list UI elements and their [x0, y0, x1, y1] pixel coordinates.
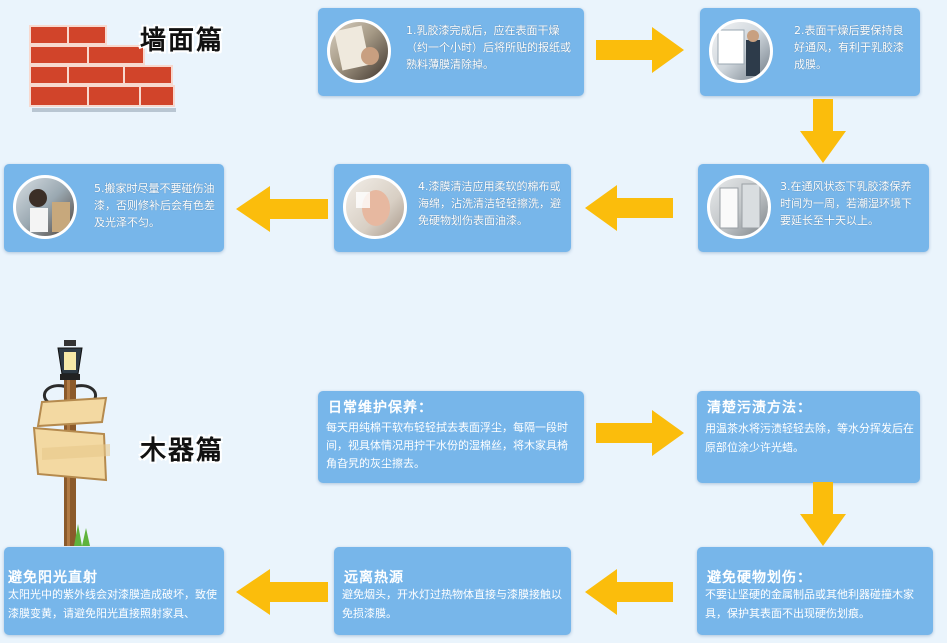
wood-step-3-text: 不要让坚硬的金属制品或其他利器碰撞木家具，保护其表面不出现硬伤划痕。	[705, 588, 914, 620]
moving-home-photo	[13, 175, 77, 239]
arrow-left-icon	[585, 185, 673, 231]
wood-heading: 木器篇	[140, 436, 225, 466]
wall-step-5-text: 5.搬家时尽量不要碰伤油漆，否则修补后会有色差及光泽不匀。	[94, 182, 215, 229]
wood-step-5-text: 太阳光中的紫外线会对漆膜造成破坏，致使漆膜变黄，请避免阳光直接照射家具、	[8, 588, 217, 620]
wood-step-5-title: 避免阳光直射	[8, 570, 98, 586]
wood-step-2-text: 用温茶水将污渍轻轻去除，等水分挥发后在原部位涂少许光蜡。	[705, 422, 914, 454]
arrow-down-icon	[800, 482, 846, 546]
arrow-left-icon	[236, 186, 328, 232]
wall-step-1-text: 1.乳胶漆完成后，应在表面干燥（约一个小时）后将所贴的报纸或熟料薄膜清除掉。	[406, 24, 571, 71]
wood-step-3: 避免硬物划伤： 不要让坚硬的金属制品或其他利器碰撞木家具，保护其表面不出现硬伤划…	[697, 547, 933, 635]
peeling-paper-photo	[327, 19, 391, 83]
wall-step-5: 5.搬家时尽量不要碰伤油漆，否则修补后会有色差及光泽不匀。	[4, 164, 224, 252]
arrow-right-icon	[596, 27, 684, 73]
wood-step-5: 避免阳光直射 太阳光中的紫外线会对漆膜造成破坏，致使漆膜变黄，请避免阳光直接照射…	[4, 547, 224, 635]
brick-wall-icon	[28, 24, 176, 112]
wood-step-4-text: 避免烟头，开水灯过热物体直接与漆膜接触以免损漆膜。	[342, 588, 562, 620]
wall-step-4-text: 4.漆膜清洁应用柔软的棉布或海绵，沾洗清洁轻轻擦洗，避免硬物划伤表面油漆。	[418, 180, 561, 227]
wall-step-2-text: 2.表面干燥后要保持良好通风，有利于乳胶漆成膜。	[794, 24, 904, 71]
wood-step-1-title: 日常维护保养：	[328, 400, 433, 416]
arrow-left-icon	[236, 569, 328, 615]
wood-step-3-title: 避免硬物划伤：	[707, 570, 812, 586]
wood-step-1: 日常维护保养： 每天用纯棉干软布轻轻拭去表面浮尘，每隔一段时间，视具体情况用拧干…	[318, 391, 584, 483]
wood-step-4-title: 远离热源	[344, 570, 404, 586]
signpost-lamp-icon	[20, 340, 120, 546]
wall-step-2: 2.表面干燥后要保持良好通风，有利于乳胶漆成膜。	[700, 8, 920, 96]
arrow-down-icon	[800, 99, 846, 163]
wood-step-4: 远离热源 避免烟头，开水灯过热物体直接与漆膜接触以免损漆膜。	[334, 547, 571, 635]
wood-step-1-text: 每天用纯棉干软布轻轻拭去表面浮尘，每隔一段时间，视具体情况用拧干水份的湿棉丝，将…	[326, 421, 568, 470]
wood-step-2: 清楚污渍方法： 用温茶水将污渍轻轻去除，等水分挥发后在原部位涂少许光蜡。	[697, 391, 920, 483]
open-window-photo	[709, 19, 773, 83]
wall-step-4: 4.漆膜清洁应用柔软的棉布或海绵，沾洗清洁轻轻擦洗，避免硬物划伤表面油漆。	[334, 164, 571, 252]
bathroom-photo	[707, 175, 771, 239]
arrow-right-icon	[596, 410, 684, 456]
wall-step-3-text: 3.在通风状态下乳胶漆保养时间为一周，若潮湿环境下要延长至十天以上。	[780, 180, 912, 227]
wiping-wall-photo	[343, 175, 407, 239]
wall-heading: 墙面篇	[140, 26, 225, 56]
wood-step-2-title: 清楚污渍方法：	[707, 400, 812, 416]
wall-step-3: 3.在通风状态下乳胶漆保养时间为一周，若潮湿环境下要延长至十天以上。	[698, 164, 929, 252]
wall-step-1: 1.乳胶漆完成后，应在表面干燥（约一个小时）后将所贴的报纸或熟料薄膜清除掉。	[318, 8, 584, 96]
arrow-left-icon	[585, 569, 673, 615]
